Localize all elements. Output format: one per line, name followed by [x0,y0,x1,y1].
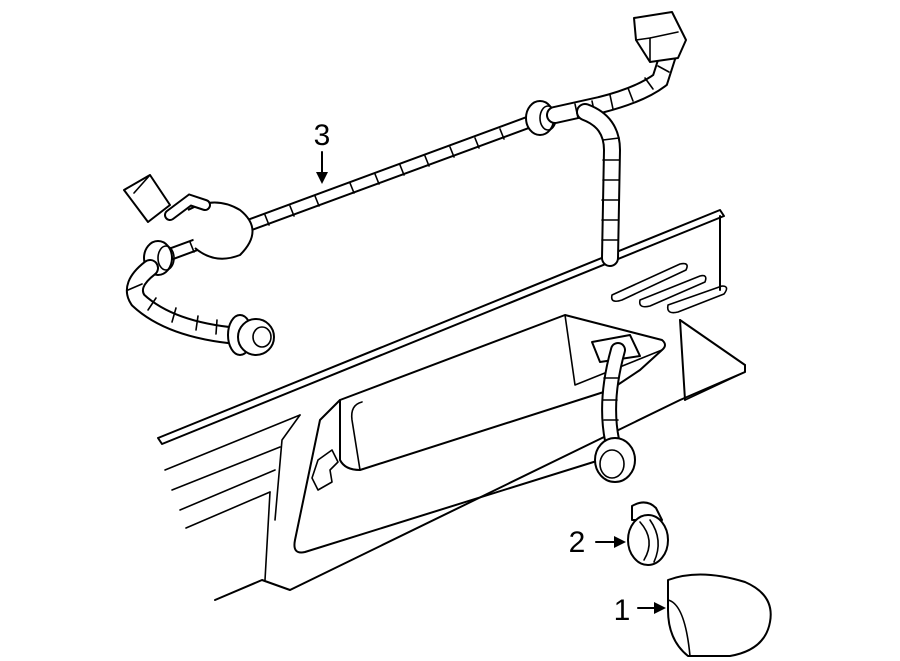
callout-number-1: 1 [614,594,631,627]
bulb [627,501,669,566]
callout-number-3: 3 [314,119,331,152]
lens [667,573,772,657]
callout-2: 2 [569,526,626,559]
callout-number-2: 2 [569,526,586,559]
callout-1: 1 [614,594,666,627]
callout-3: 3 [314,119,331,184]
wiring-harness [123,11,687,356]
lamp-socket [591,334,641,483]
bumper-panel [157,209,746,601]
